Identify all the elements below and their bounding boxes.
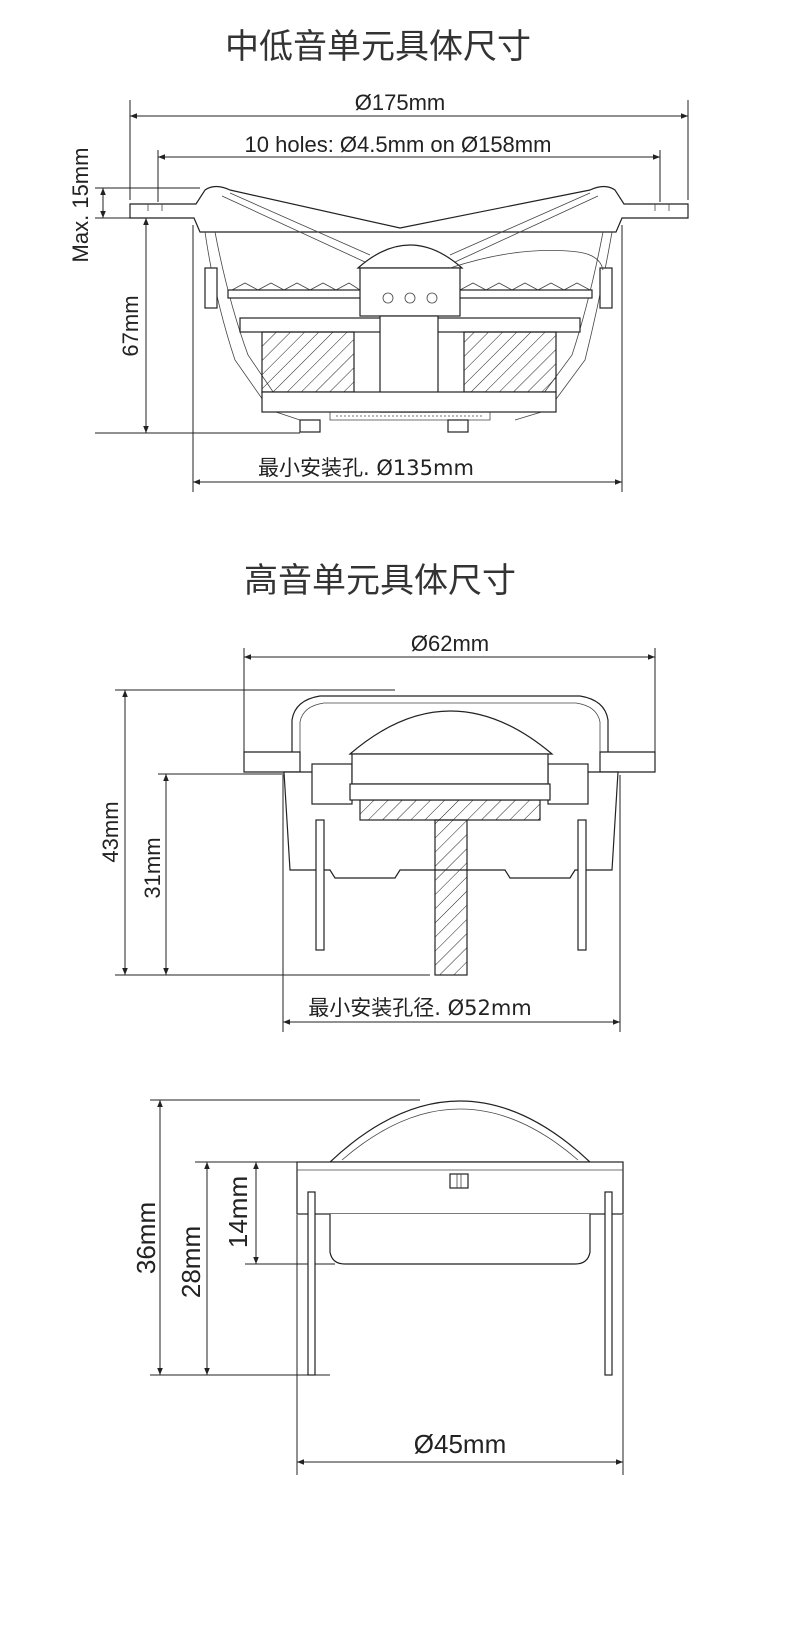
woofer-max-dim-label: Max. 15mm bbox=[68, 148, 93, 263]
woofer-spider-left bbox=[227, 289, 363, 299]
woofer-outer-dim-label: Ø175mm bbox=[355, 90, 445, 115]
tweeter-drawing bbox=[243, 695, 656, 976]
tweeter-section: 高音单元具体尺寸 Ø62mm 43mm 31mm 最小安装孔径. Ø52mm bbox=[98, 561, 656, 1032]
tweeter-depth-dim-label: 31mm bbox=[140, 837, 165, 898]
tweeter-side-drawing bbox=[296, 1100, 624, 1376]
woofer-dust-cap bbox=[356, 244, 464, 269]
woofer-terminal-left bbox=[204, 267, 218, 309]
woofer-title: 中低音单元具体尺寸 bbox=[225, 27, 531, 67]
woofer-magnet-right bbox=[463, 331, 557, 393]
woofer-back-plate bbox=[261, 391, 557, 413]
woofer-holes-dim-label: 10 holes: Ø4.5mm on Ø158mm bbox=[245, 132, 552, 157]
side-pin-right bbox=[604, 1191, 613, 1376]
woofer-drawing bbox=[129, 185, 689, 433]
tweeter-total-dim-label: 43mm bbox=[98, 801, 123, 862]
tweeter-post bbox=[434, 819, 468, 976]
tweeter-title: 高音单元具体尺寸 bbox=[244, 561, 516, 601]
woofer-voice-coil bbox=[359, 267, 461, 317]
side-height-dim-label: 36mm bbox=[131, 1202, 161, 1274]
woofer-terminal-right bbox=[599, 267, 613, 309]
side-mid-dim-label: 28mm bbox=[176, 1226, 206, 1298]
woofer-depth-dim-label: 67mm bbox=[118, 295, 143, 356]
woofer-cutout-dim-label: 最小安装孔. Ø135mm bbox=[258, 456, 474, 480]
side-notch bbox=[449, 1173, 469, 1189]
tweeter-dome bbox=[348, 710, 554, 755]
side-dia-dim-label: Ø45mm bbox=[414, 1429, 506, 1459]
tweeter-outer-dim-label: Ø62mm bbox=[411, 631, 489, 656]
woofer-magnet-left bbox=[261, 331, 355, 393]
tweeter-magnet bbox=[359, 799, 541, 821]
side-dome bbox=[328, 1100, 592, 1163]
tweeter-side-section: 36mm 28mm 14mm Ø45mm bbox=[131, 1099, 624, 1475]
woofer-flange bbox=[129, 185, 689, 233]
tweeter-cutout-dim-label: 最小安装孔径. Ø52mm bbox=[308, 996, 532, 1020]
woofer-section: 中低音单元具体尺寸 Ø175mm 10 holes: Ø4.5mm on Ø15… bbox=[68, 27, 689, 492]
tweeter-pin-right bbox=[577, 819, 587, 951]
side-small-dim-label: 14mm bbox=[223, 1176, 253, 1248]
side-pin-left bbox=[307, 1191, 316, 1376]
tweeter-pin-left bbox=[315, 819, 325, 951]
side-back-cup bbox=[329, 1214, 591, 1265]
woofer-spider-right bbox=[457, 289, 593, 299]
tweeter-voice-coil bbox=[351, 753, 549, 785]
